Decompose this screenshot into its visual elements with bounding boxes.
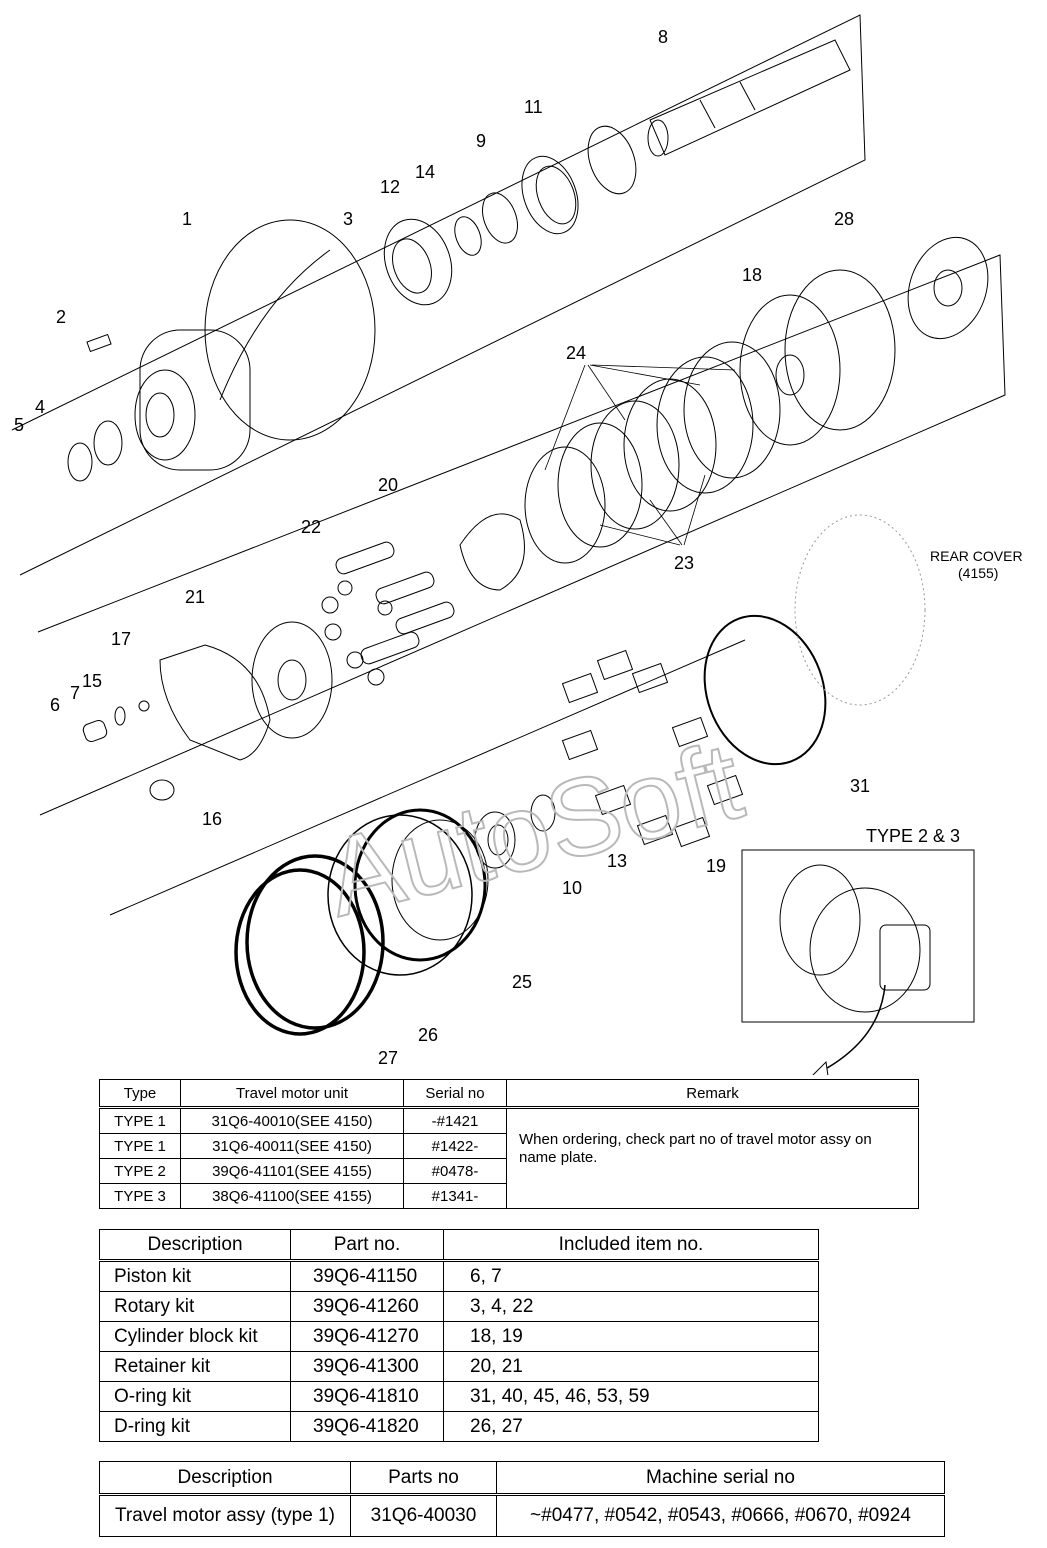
frame-panel-bottom: [109, 639, 746, 916]
callout-4: 4: [35, 397, 45, 417]
callout-25: 25: [512, 972, 532, 992]
callout-12: 12: [380, 177, 400, 197]
callout-15: 15: [82, 671, 102, 691]
callout-10: 10: [562, 878, 582, 898]
ball-part: [138, 700, 150, 712]
rear-cover-outline: [794, 514, 926, 706]
callout-labels: 1234567891011121314151617181920212223242…: [14, 27, 870, 1068]
frame-panel-middle: [37, 254, 1006, 816]
callout-5: 5: [14, 415, 24, 435]
callout-17: 17: [111, 629, 131, 649]
callout-20: 20: [378, 475, 398, 495]
callout-11: 11: [524, 97, 543, 117]
callout-16: 16: [202, 809, 222, 829]
part-no-header: Part no.: [290, 1229, 444, 1262]
inset-pointer-arrow: [819, 984, 886, 1073]
type-inset-frame: [741, 849, 975, 1023]
retainer-plate-part: [251, 621, 333, 739]
callout-3: 3: [343, 209, 353, 229]
frame-panel-top: [11, 14, 866, 576]
callout-28: 28: [834, 209, 854, 229]
exploded-parts-diagram: AutoSoft 1234567891011121314151617181920…: [11, 14, 1023, 1075]
table-row: TYPE 3 38Q6-41100(SEE 4155) #1341-: [99, 1183, 919, 1209]
swash-plate-part: [159, 644, 271, 761]
callout-14: 14: [415, 162, 435, 182]
table-row: TYPE 1 31Q6-40010(SEE 4150) -#1421 When …: [99, 1107, 919, 1209]
kit-table: Description Part no. Included item no. P…: [99, 1229, 819, 1442]
inset-title: TYPE 2 & 3: [866, 826, 960, 846]
valve-plate-part: [907, 236, 989, 340]
callout-31: 31: [850, 776, 870, 796]
watermark: AutoSoft: [314, 719, 753, 940]
description-header: Description: [99, 1229, 291, 1262]
callout-7: 7: [70, 683, 80, 703]
ring-part-4: [93, 420, 123, 466]
bush-part: [149, 779, 175, 801]
bearing-part-10: [474, 811, 516, 869]
assy-description-header: Description: [99, 1461, 351, 1496]
spring-set-part: [561, 649, 744, 848]
spherical-bushing-part: [459, 513, 525, 591]
rear-cover-code: (4155): [958, 565, 998, 581]
snap-ring-part-13: [530, 794, 556, 832]
callout-9: 9: [476, 131, 486, 151]
callout-18: 18: [742, 265, 762, 285]
piston-set-part: [321, 541, 455, 686]
callout-8: 8: [658, 27, 668, 47]
retaining-ring-part: [587, 125, 637, 195]
callout-23: 23: [674, 553, 694, 573]
o-ring-part: [703, 614, 827, 766]
d-ring-part-27: [234, 868, 366, 1036]
plug-part: [86, 333, 112, 353]
type-inset-motor: [779, 864, 931, 1013]
unit-header: Travel motor unit: [180, 1079, 404, 1109]
shaft-part: [647, 39, 851, 157]
callout-26: 26: [418, 1025, 438, 1045]
callout-6: 6: [50, 695, 60, 715]
callout-27: 27: [378, 1048, 398, 1068]
callout-13: 13: [607, 851, 627, 871]
brake-piston-part: [327, 808, 489, 976]
callout-22: 22: [301, 517, 321, 537]
ring-part: [482, 192, 518, 244]
callout-21: 21: [185, 587, 205, 607]
remark-cell: When ordering, check part no of travel m…: [506, 1107, 919, 1209]
disc-pack-part: [524, 341, 781, 564]
bearing-part: [521, 155, 579, 235]
type-header: Type: [99, 1079, 181, 1109]
housing-part: [134, 219, 376, 471]
piston-part: [82, 719, 108, 743]
included-items-header: Included item no.: [443, 1229, 819, 1262]
snap-ring-part: [454, 216, 482, 256]
rear-cover-label: REAR COVER: [930, 548, 1023, 564]
serial-header: Serial no: [403, 1079, 507, 1109]
callout-19: 19: [706, 856, 726, 876]
d-ring-part-26: [245, 854, 385, 1030]
table-row: Travel motor assy (type 1) 31Q6-40030 ~#…: [99, 1494, 945, 1537]
callout-1: 1: [182, 209, 192, 229]
remark-header: Remark: [506, 1079, 919, 1109]
parts-no-header: Parts no: [350, 1461, 497, 1496]
type-table: Type Travel motor unit Serial no Remark …: [99, 1079, 919, 1209]
bearing-part-3: [383, 218, 453, 306]
callout-2: 2: [56, 307, 66, 327]
table-row: TYPE 1 31Q6-40011(SEE 4150) #1422-: [99, 1133, 919, 1159]
machine-serial-header: Machine serial no: [496, 1461, 945, 1496]
ring-part-7: [114, 706, 126, 726]
callout-24: 24: [566, 343, 586, 363]
cylinder-block-part: [739, 269, 896, 446]
snap-ring-part-5: [67, 442, 93, 482]
assy-table: Description Parts no Machine serial no T…: [99, 1461, 945, 1537]
